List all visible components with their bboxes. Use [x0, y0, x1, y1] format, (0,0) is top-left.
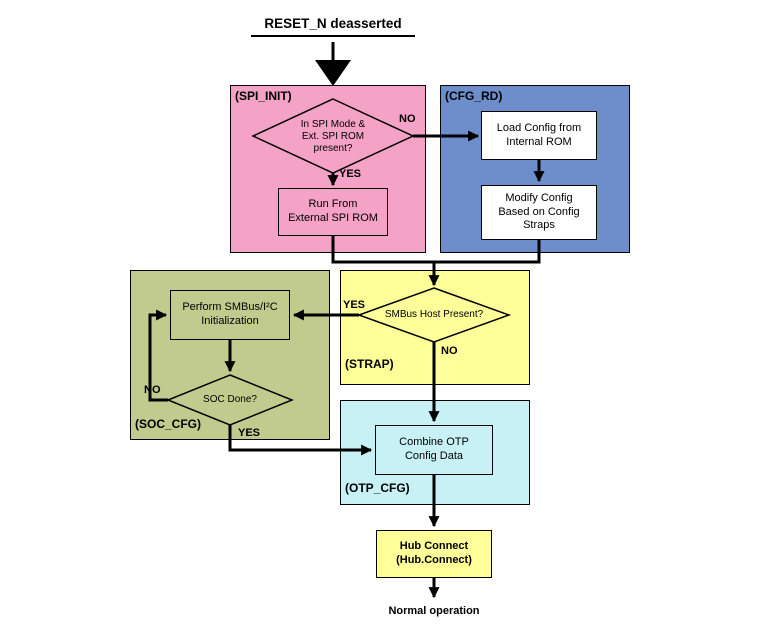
node-text: Load Config from — [496, 121, 582, 134]
node-run-from-external-spi-rom: Run From External SPI ROM — [278, 188, 388, 236]
node-text: SMBus Host Present? — [384, 309, 484, 321]
node-modify-config-based-on-straps: Modify Config Based on Config Straps — [481, 185, 597, 240]
node-text: present? — [313, 142, 353, 154]
node-text: Run From — [308, 198, 358, 211]
edge-run-to-strap — [331, 236, 440, 287]
label-soc-yes: YES — [238, 427, 261, 439]
label-spi-yes: YES — [339, 168, 362, 180]
label-soc-no: NO — [144, 384, 161, 396]
decision-soc-done-text: SOC Done? — [170, 390, 290, 410]
label-strap-yes: YES — [343, 299, 366, 311]
label-spi-no: NO — [399, 113, 416, 125]
decision-spi-mode-text: In SPI Mode & Ext. SPI ROM present? — [273, 104, 393, 170]
node-text: Straps — [523, 219, 555, 232]
node-text: In SPI Mode & — [300, 119, 366, 131]
edge-modify-to-junction — [434, 240, 541, 264]
node-combine-otp-config-data: Combine OTP Config Data — [375, 425, 493, 475]
node-text: Initialization — [201, 315, 259, 327]
label-strap-no: NO — [441, 345, 458, 357]
node-text: Combine OTP — [399, 436, 469, 449]
region-label-spi-init: (SPI_INIT) — [235, 89, 292, 103]
region-label-soc-cfg: (SOC_CFG) — [135, 417, 201, 431]
node-text: (Hub.Connect) — [396, 554, 472, 566]
node-hub-connect: Hub Connect (Hub.Connect) — [376, 530, 492, 578]
region-label-strap: (STRAP) — [345, 357, 394, 371]
decision-smbus-host-text: SMBus Host Present? — [359, 305, 509, 325]
node-text: External SPI ROM — [288, 212, 378, 224]
node-text: Config Data — [404, 450, 464, 462]
node-text: Modify Config — [505, 191, 573, 204]
start-label: RESET_N deasserted — [251, 16, 415, 37]
node-text: SOC Done? — [203, 394, 257, 406]
start-arrowhead-icon — [315, 60, 351, 86]
end-label: Normal operation — [388, 605, 480, 617]
node-text: Perform SMBus/I²C — [182, 301, 278, 314]
node-perform-smbus-i2c-initialization: Perform SMBus/I²C Initialization — [170, 290, 290, 340]
edge-soc-no-loop — [148, 309, 168, 402]
region-label-otp-cfg: (OTP_CFG) — [345, 481, 410, 495]
node-text: Ext. SPI ROM — [301, 131, 365, 143]
region-label-cfg-rd: (CFG_RD) — [445, 89, 503, 103]
node-text: Internal ROM — [506, 135, 572, 148]
node-text: Hub Connect — [399, 540, 469, 553]
node-text: Based on Config — [498, 205, 580, 218]
node-load-config-from-internal-rom: Load Config from Internal ROM — [481, 111, 597, 160]
edge-soc-yes — [228, 425, 373, 456]
